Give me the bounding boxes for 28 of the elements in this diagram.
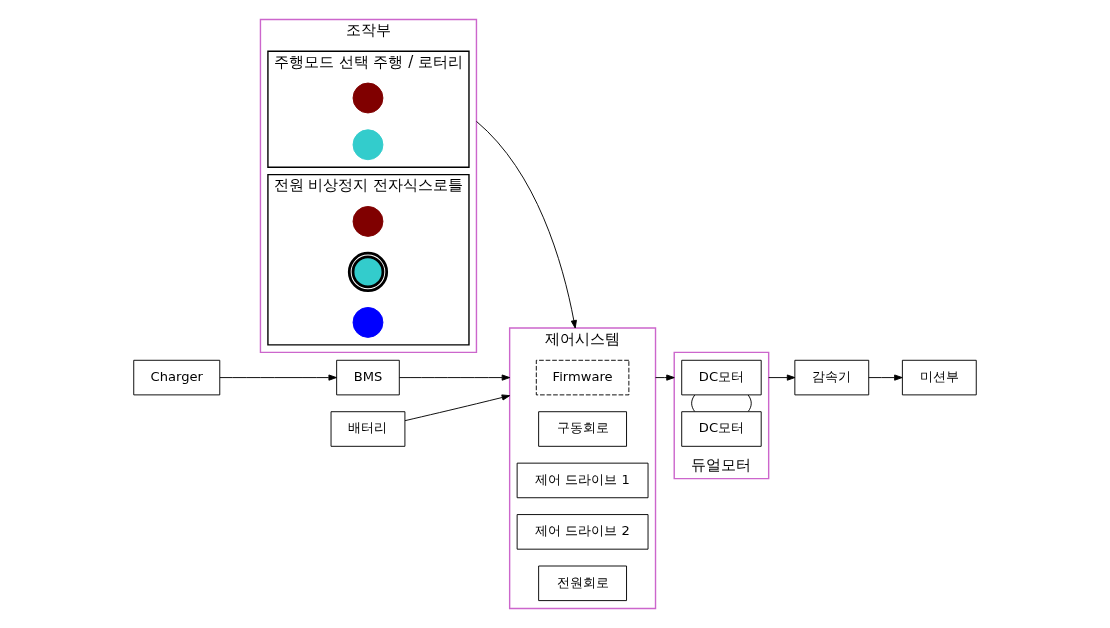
node-circle (352, 306, 384, 338)
node-box: 전원회로 (538, 565, 627, 602)
node-box: DC모터 (681, 411, 762, 447)
node-box: 배터리 (330, 411, 406, 447)
node-box: 미션부 (901, 359, 977, 396)
arrow (219, 374, 337, 381)
node-box: 제어 드라이브 2 (516, 514, 649, 550)
cluster: 전원 비상정지 전자식스로틀 (267, 173, 470, 346)
node-box: Firmware (535, 359, 630, 396)
connector (747, 394, 752, 412)
arrow (768, 374, 796, 381)
node-box: Charger (133, 359, 221, 396)
node-circle (347, 251, 389, 293)
arrow (475, 120, 577, 329)
node-circle (352, 82, 384, 114)
arrow (655, 374, 675, 381)
arrow (398, 374, 511, 381)
node-box: 제어 드라이브 1 (516, 462, 649, 499)
node-box: BMS (336, 359, 400, 396)
node-circle (352, 206, 384, 237)
arrow (868, 374, 903, 381)
connector (691, 394, 696, 412)
node-box: DC모터 (681, 359, 762, 396)
node-circle (352, 129, 384, 161)
node-box: 감속기 (794, 359, 870, 396)
arrow (404, 394, 511, 422)
cluster: 주행모드 선택 주행 / 로터리 (267, 50, 470, 168)
node-box: 구동회로 (538, 411, 627, 447)
